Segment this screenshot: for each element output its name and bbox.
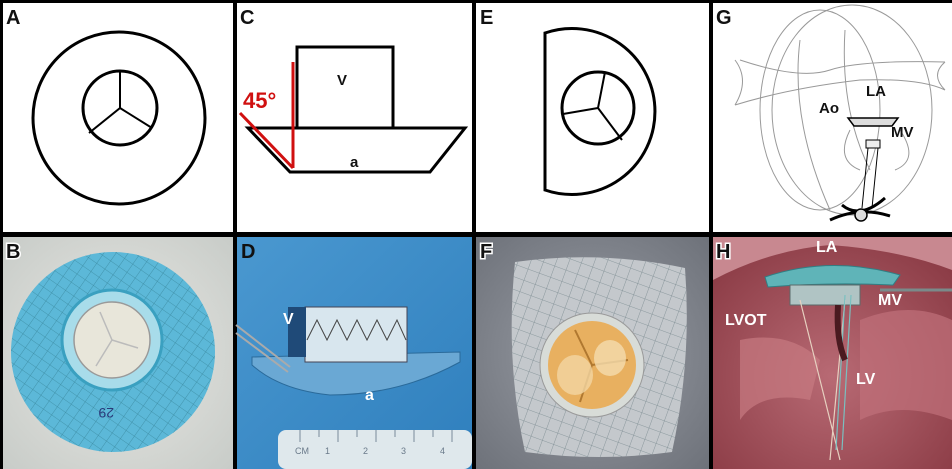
lvot-label: LVOT [725,312,767,329]
panel-label-c: C [240,7,254,29]
panel-c: 45° V a C [237,3,472,232]
ao-label: Ao [819,100,839,117]
panel-e: E [476,3,709,232]
panel-a: A [3,3,233,232]
panel-h-photo: LA LVOT MV LV H [713,237,952,469]
valve-circle [560,70,636,146]
panel-label-g: G [716,7,732,29]
ruler-ticks [299,430,453,442]
panel-label-d: D [241,241,255,263]
leaflet-lines [88,71,153,134]
mv-label: MV [891,124,914,141]
panel-label-e: E [480,7,493,29]
leaflet-lines [562,71,623,141]
panel-label-a: A [6,7,20,29]
panel-label-f: F [480,241,492,263]
panel-d-photo: CM 1 2 3 4 V a D [235,237,472,469]
ruler-tick-2: 2 [363,446,368,456]
size-marking: 29 [98,405,114,421]
panel-label-b: B [6,241,20,263]
panel-b-photo: 29 B [3,237,233,469]
la-label: LA [816,239,838,256]
angle-lines [238,62,295,170]
atrial-label: a [350,154,359,171]
ruler-tick-3: 3 [401,446,406,456]
valve-label: V [337,72,347,89]
la-label: LA [866,83,886,100]
ruler-tick-4: 4 [440,446,445,456]
atrial-trapezoid [244,126,469,174]
lv-label: LV [856,371,876,388]
panel-f-photo: F [476,237,709,469]
ruler-unit: CM [295,446,309,456]
atrial-label: a [365,387,374,404]
ruler-tick-1: 1 [325,446,330,456]
panel-g: LA Ao MV G [713,3,952,232]
d-shaped-skirt [543,27,657,196]
panel-label-h: H [716,241,730,263]
outer-ring [31,30,207,206]
valve-label: V [283,311,294,328]
angle-label: 45° [243,88,276,113]
device-drawing [829,117,900,222]
heart-outline [734,4,946,216]
mv-label: MV [878,292,902,309]
